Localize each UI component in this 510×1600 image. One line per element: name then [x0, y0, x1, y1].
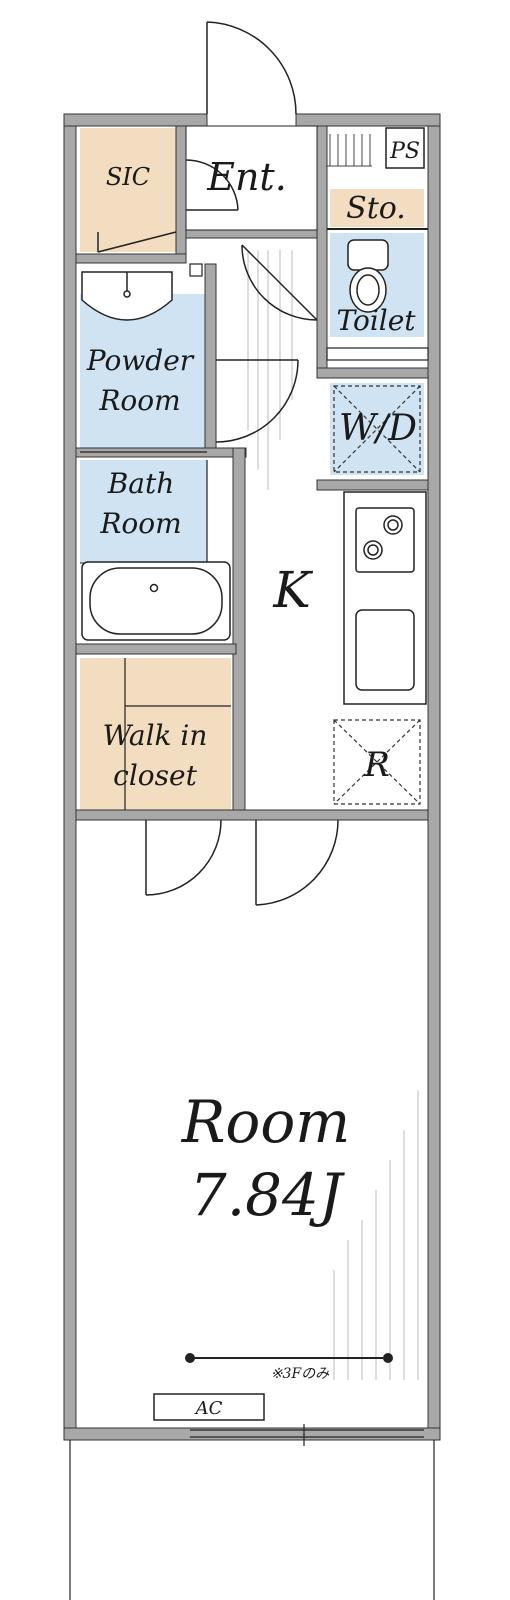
- toilet-label: Toilet: [336, 304, 416, 337]
- ps-label: PS: [389, 139, 420, 164]
- washer-dryer-box: [333, 385, 421, 473]
- powder-room-door[interactable]: [215, 359, 299, 443]
- storage-label: Sto.: [346, 191, 406, 226]
- toilet-icon: [347, 239, 389, 313]
- sic-label: SIC: [106, 163, 150, 191]
- kitchen-label: K: [272, 561, 313, 619]
- fridge-box: [333, 719, 421, 805]
- outer-walls: [63, 113, 441, 1441]
- bottom-window[interactable]: [190, 1424, 424, 1446]
- bath-room-label-2: Room: [99, 507, 181, 540]
- storage-fill: [330, 189, 424, 227]
- sic-door[interactable]: [97, 231, 177, 253]
- pipe-space-marker: [189, 263, 203, 277]
- balcony-note: ※3Fのみ: [271, 1366, 330, 1382]
- bath-room-fill: [80, 460, 207, 563]
- hallway-floor-lines: [247, 250, 293, 490]
- sic-fill: [80, 128, 176, 252]
- room-door-left[interactable]: [145, 819, 222, 896]
- fridge-label: R: [363, 745, 390, 785]
- entrance-door[interactable]: [206, 21, 297, 115]
- ac-unit: [153, 1393, 265, 1421]
- bathtub-icon: [81, 561, 231, 641]
- walk-in-closet-fill: [80, 658, 231, 810]
- stove-icon: [355, 507, 415, 573]
- toilet-shelf: [326, 347, 429, 361]
- shoe-rack-lines: [326, 134, 372, 167]
- room-size-label: 7.84J: [190, 1161, 345, 1229]
- entrance-floor: [185, 125, 318, 231]
- kitchen-sink-icon: [355, 609, 415, 691]
- bath-room-label-1: Bath: [107, 467, 175, 500]
- room-label: Room: [181, 1088, 351, 1156]
- walk-in-closet-label-2: closet: [113, 759, 197, 792]
- ac-label: AC: [194, 1398, 223, 1419]
- room-door-right[interactable]: [255, 819, 339, 906]
- walk-in-closet-lines: [124, 658, 231, 810]
- entrance-label: Ent.: [206, 155, 287, 199]
- balcony-edges: [69, 1440, 435, 1600]
- walk-in-closet-label-1: Walk in: [103, 719, 208, 752]
- toilet-door[interactable]: [241, 244, 318, 321]
- wash-basin-icon: [81, 271, 173, 321]
- entrance-inner-door[interactable]: [185, 159, 239, 211]
- powder-room-label-2: Room: [98, 384, 180, 417]
- ps-box: [385, 127, 425, 169]
- room-floor-lines: [333, 1090, 419, 1380]
- powder-room-label-1: Powder: [86, 344, 195, 377]
- balcony-rail: [185, 1353, 393, 1363]
- powder-room-fill: [80, 294, 205, 448]
- washer-dryer-label: W/D: [339, 408, 417, 449]
